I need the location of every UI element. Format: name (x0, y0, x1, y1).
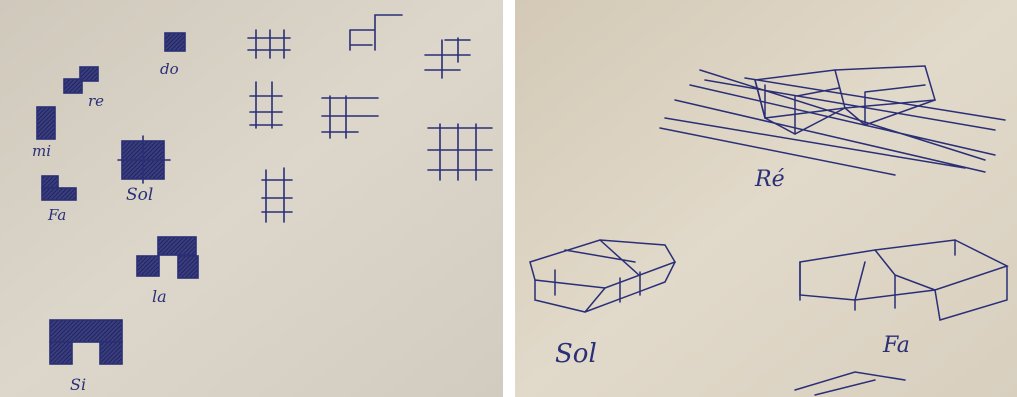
left-sketch-photo: do re mi Fa Sol la Si (0, 0, 503, 397)
do-square (165, 33, 185, 51)
right-sketch-photo: Ré Sol Fa (515, 0, 1017, 397)
re-block-label: Ré (754, 167, 785, 192)
do-label: do (160, 60, 179, 78)
mi-label: mi (32, 142, 51, 160)
left-sketch-drawing: do re mi Fa Sol la Si (0, 0, 503, 397)
sol-label: Sol (126, 185, 153, 205)
si-label: Si (70, 375, 86, 394)
la-label: la (152, 287, 167, 306)
fa-label: Fa (47, 206, 66, 224)
re-label: re (88, 92, 104, 110)
fa-block-label: Fa (882, 333, 910, 358)
sol-block-label: Sol (555, 339, 597, 369)
right-sketch-drawing: Ré Sol Fa (515, 0, 1017, 397)
